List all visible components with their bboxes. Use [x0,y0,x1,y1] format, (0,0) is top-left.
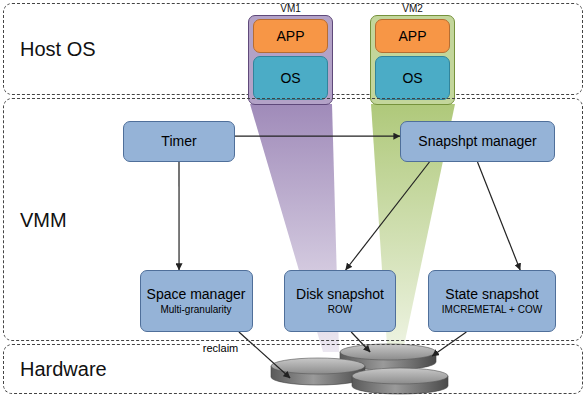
node-title: OS [280,70,300,87]
connector-arrow [235,136,400,137]
process-box: Snapshpt manager [400,121,555,162]
vm-container: VM1APPOS [248,15,333,105]
node-title: Disk snapshot [296,286,384,303]
node-title: Snapshpt manager [418,133,536,150]
disk-stack [271,344,448,394]
app-box: APP [253,19,328,53]
app-box: APP [375,19,450,53]
node-title: Hardware [20,358,107,381]
process-box: Timer [123,121,235,162]
node-title: VM1 [249,3,332,14]
disk-top [271,358,365,374]
layer-band: Host OS VM1APP OS VM2APP OS [3,3,583,95]
node-title: VM2 [371,3,454,14]
node-title: APP [398,28,426,45]
connector-arrow [178,162,179,270]
process-box: Space managerMulti-granularity [140,270,253,332]
connector-arrow [239,332,290,378]
connector-arrow [346,162,430,270]
node-title: Timer [161,133,196,150]
node-subtitle: IMCREMETAL + COW [442,303,542,316]
node-title: Space manager [147,286,246,303]
connector-arrow [351,332,370,352]
os-box: OS [253,56,328,100]
node-title: Host OS [20,38,96,61]
node-title: State snapshot [445,286,538,303]
connector-arrow [478,162,521,270]
disk-top [340,344,436,360]
node-subtitle: ROW [328,303,352,316]
layer-band: Hardware [3,344,583,394]
vm-container: VM2APPOS [370,15,455,105]
disk-top [352,368,448,384]
os-box: OS [375,56,450,100]
node-title: APP [276,28,304,45]
layer-band: VMM Timer Snapshpt managerSpace managerMul… [3,98,583,341]
node-title: VMM [20,208,67,231]
process-box: Disk snapshotROW [284,270,396,332]
node-subtitle: Multi-granularity [160,303,231,316]
process-box: State snapshotIMCREMETAL + COW [428,270,556,332]
node-title: OS [402,70,422,87]
